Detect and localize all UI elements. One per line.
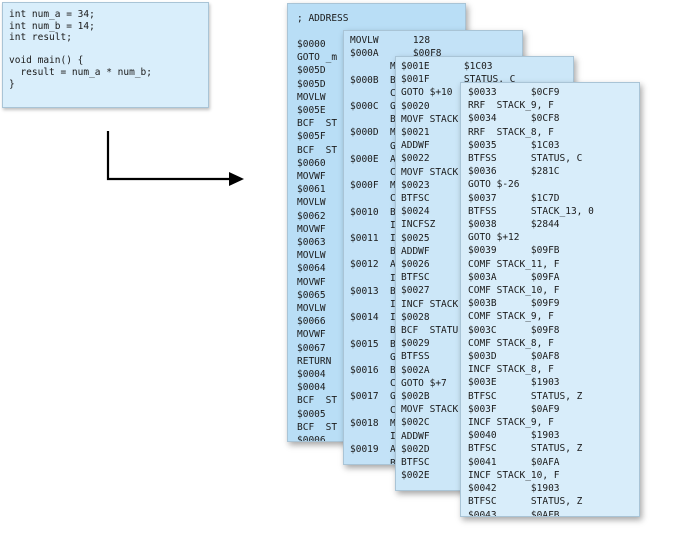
arrow-head-icon [229, 172, 244, 186]
assembly-sheet-1-lines: $0000 GOTO _m $005D $005D MOVLW $005E BC… [297, 39, 338, 442]
assembly-sheet-3-lines: $001E $1C03 $001F STATUS, C GOTO $+10 $0… [401, 61, 516, 482]
arrow-shaft [106, 131, 230, 181]
assembly-sheet-4-lines: $0033 $0CF9 RRF STACK_9, F $0034 $0CF8 R… [468, 87, 594, 517]
c-source-box: int num_a = 34; int num_b = 14; int resu… [2, 2, 209, 108]
assembly-sheet-4: $0033 $0CF9 RRF STACK_9, F $0034 $0CF8 R… [460, 82, 640, 517]
assembly-sheet-1-header: ; ADDRESS [297, 13, 349, 24]
c-source-code: int num_a = 34; int num_b = 14; int resu… [9, 9, 152, 90]
